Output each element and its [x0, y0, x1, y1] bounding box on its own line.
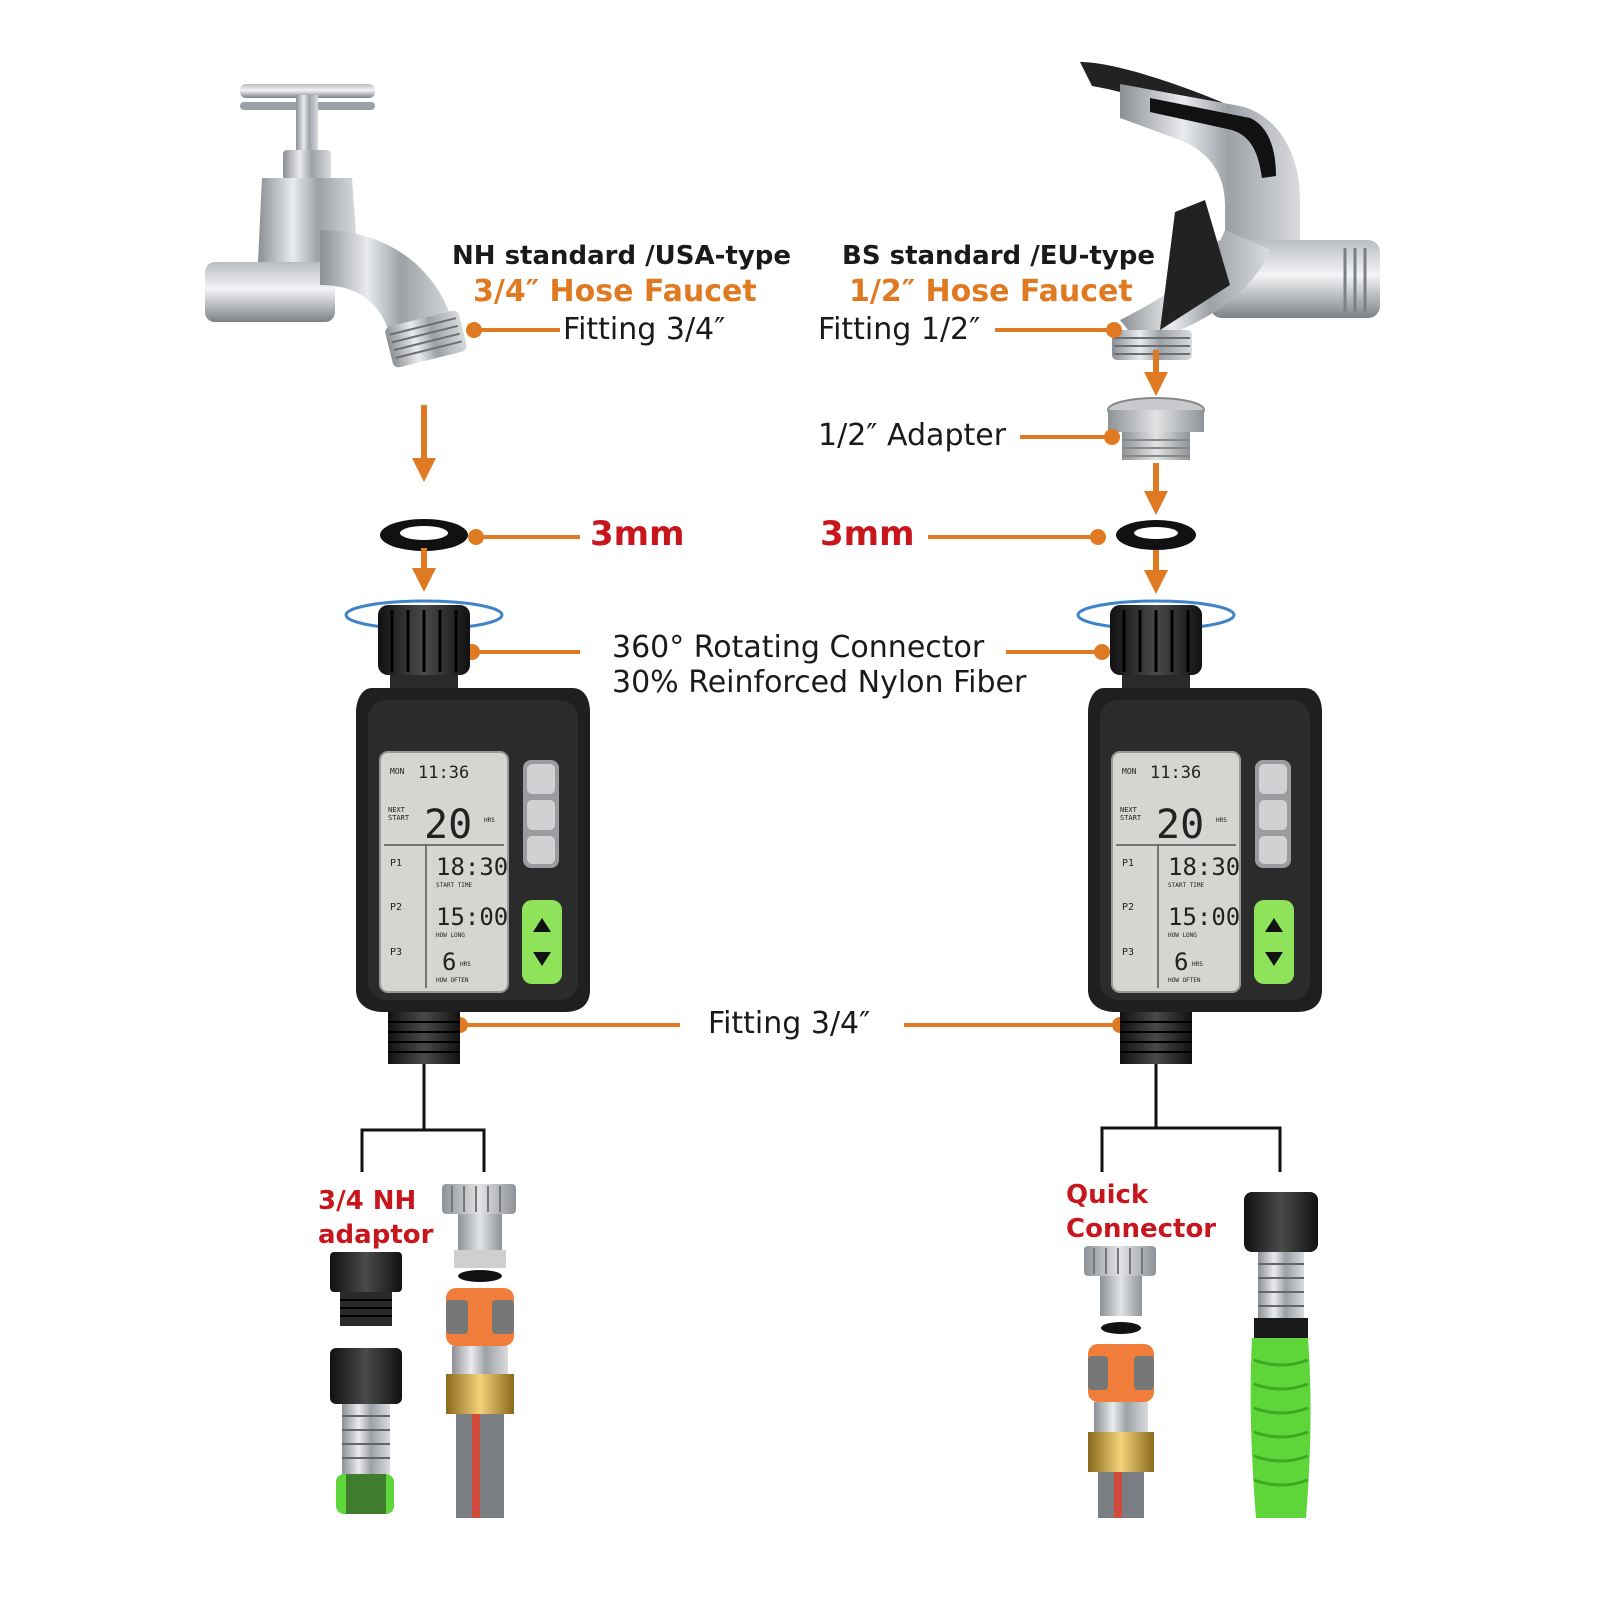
usa-standard-label: NH standard /USA-type — [452, 241, 792, 271]
nh-adaptor-label-line2: adaptor — [318, 1220, 434, 1250]
lcd-next-label-1: NEXT — [1120, 806, 1138, 814]
lcd-next-label-2: START — [388, 814, 410, 822]
lcd-how-often-unit: HRS — [460, 961, 471, 968]
lcd-program-1: P1 — [1122, 858, 1134, 869]
quick-connector-label-line2: Connector — [1066, 1214, 1217, 1244]
lcd-day: MON — [390, 767, 405, 776]
eu-faucet-size-label: 1/2″ Hose Faucet — [849, 274, 1133, 309]
lcd-left: MON 11:36 NEXT START 20 HRS P1 P2 P3 18:… — [384, 763, 508, 988]
lcd-how-long-label: HOW LONG — [436, 932, 465, 939]
lcd-program-1: P1 — [390, 858, 402, 869]
lcd-next-label-1: NEXT — [388, 806, 406, 814]
lcd-next-value: 20 — [424, 802, 472, 848]
outlet-fitting-label: Fitting 3/4″ — [708, 1006, 871, 1041]
lcd-next-unit: HRS — [484, 817, 495, 824]
lcd-clock: 11:36 — [1150, 763, 1201, 783]
branch-lines — [360, 1064, 1282, 1172]
lcd-how-often-label: HOW OFTEN — [436, 977, 469, 984]
quick-connector-label-line1: Quick — [1066, 1180, 1149, 1210]
usa-washer-illustration — [380, 519, 468, 551]
nh-adaptor-illustration — [330, 1252, 402, 1326]
lcd-how-often-label: HOW OFTEN — [1168, 977, 1201, 984]
lcd-how-often: 6 — [442, 948, 456, 976]
lcd-how-long: 15:00 — [1168, 903, 1240, 931]
lcd-how-long-label: HOW LONG — [1168, 932, 1197, 939]
quick-connector-label: Quick Connector — [1066, 1178, 1216, 1246]
lcd-next-value: 20 — [1156, 802, 1204, 848]
usa-washer-label: 3mm — [590, 514, 685, 554]
lcd-start-time: 18:30 — [1168, 853, 1240, 881]
lcd-how-long: 15:00 — [436, 903, 508, 931]
nh-adaptor-label-line1: 3/4 NH — [318, 1186, 417, 1216]
water-timer-left — [344, 599, 590, 1064]
eu-faucet-illustration — [1080, 62, 1380, 360]
green-hose-left-illustration — [330, 1348, 402, 1514]
quick-connector-right-illustration — [1084, 1246, 1156, 1518]
eu-fitting-label: Fitting 1/2″ — [818, 312, 981, 347]
half-inch-adapter-illustration — [1107, 397, 1205, 460]
assembly-arrows — [412, 350, 1168, 594]
eu-washer-illustration — [1116, 520, 1196, 550]
lcd-start-time-label: START TIME — [1168, 882, 1205, 889]
usa-faucet-illustration — [205, 84, 467, 368]
rotating-connector-label: 360° Rotating Connector — [612, 630, 985, 665]
lcd-program-2: P2 — [390, 902, 402, 913]
lcd-right: MON 11:36 NEXT START 20 HRS P1 P2 P3 18:… — [1116, 763, 1240, 988]
lcd-clock: 11:36 — [418, 763, 469, 783]
lcd-how-often: 6 — [1174, 948, 1188, 976]
lcd-program-3: P3 — [390, 947, 402, 958]
eu-washer-label: 3mm — [820, 514, 915, 554]
nylon-fiber-label: 30% Reinforced Nylon Fiber — [612, 665, 1027, 700]
quick-connector-left-illustration — [442, 1184, 516, 1518]
lcd-start-time: 18:30 — [436, 853, 508, 881]
lcd-start-time-label: START TIME — [436, 882, 473, 889]
eu-standard-label: BS standard /EU-type — [842, 241, 1155, 271]
lcd-next-unit: HRS — [1216, 817, 1227, 824]
usa-fitting-label: Fitting 3/4″ — [563, 312, 726, 347]
usa-faucet-size-label: 3/4″ Hose Faucet — [473, 274, 757, 309]
leader-lines — [452, 322, 1128, 1033]
lcd-how-often-unit: HRS — [1192, 961, 1203, 968]
water-timer-right — [1076, 599, 1322, 1064]
lcd-day: MON — [1122, 767, 1137, 776]
lcd-program-3: P3 — [1122, 947, 1134, 958]
nh-adaptor-label: 3/4 NH adaptor — [318, 1184, 433, 1252]
lcd-program-2: P2 — [1122, 902, 1134, 913]
green-hose-right-illustration — [1244, 1192, 1318, 1518]
eu-adapter-label: 1/2″ Adapter — [818, 418, 1007, 453]
lcd-next-label-2: START — [1120, 814, 1142, 822]
